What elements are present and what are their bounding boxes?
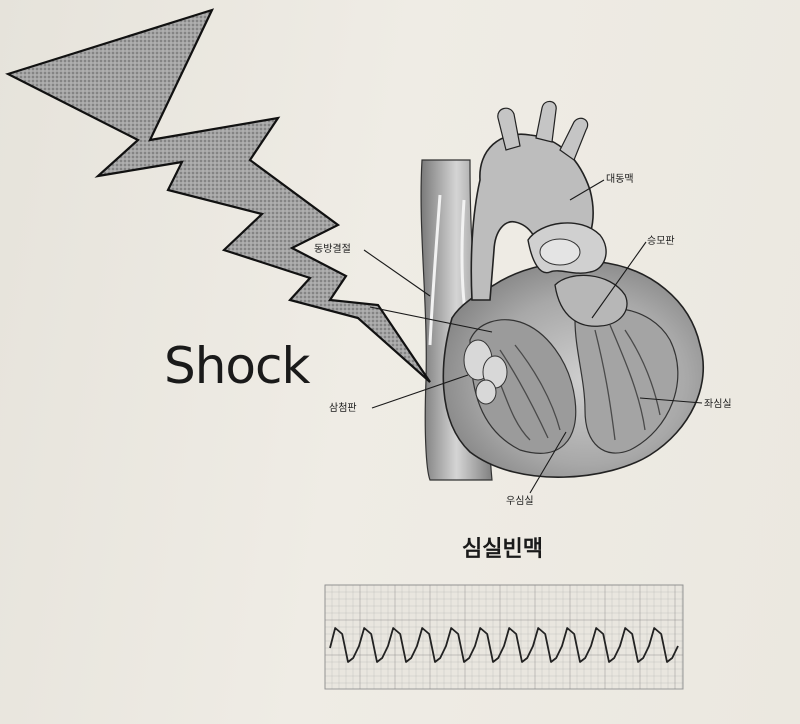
- ecg-grid: [324, 584, 683, 689]
- ecg-strip: [324, 584, 684, 690]
- leader-lines: [363, 179, 703, 494]
- ecg-title: 심실빈맥: [462, 537, 543, 562]
- left-atrium: [554, 274, 628, 327]
- chordae-tendineae: [489, 324, 661, 441]
- label-mitral-valve: 승모판: [647, 236, 675, 247]
- right-ventricle-chamber: [469, 319, 577, 454]
- shock-label: Shock: [164, 337, 310, 395]
- label-tricuspid-valve: 삼첨판: [329, 403, 357, 414]
- label-aorta: 대동맥: [606, 174, 634, 185]
- ecg-grid-background: [324, 584, 684, 690]
- ecg-trace: [329, 627, 679, 663]
- lightning-bolt-icon: [5, 8, 431, 383]
- label-right-ventricle: 우심실: [506, 496, 534, 507]
- left-ventricle-chamber: [574, 307, 679, 454]
- tricuspid-valve-structure: [463, 339, 508, 405]
- conduction-pathway: [428, 194, 442, 346]
- label-left-ventricle: 좌심실: [704, 399, 732, 410]
- label-sa-node: 동방결절: [314, 244, 351, 255]
